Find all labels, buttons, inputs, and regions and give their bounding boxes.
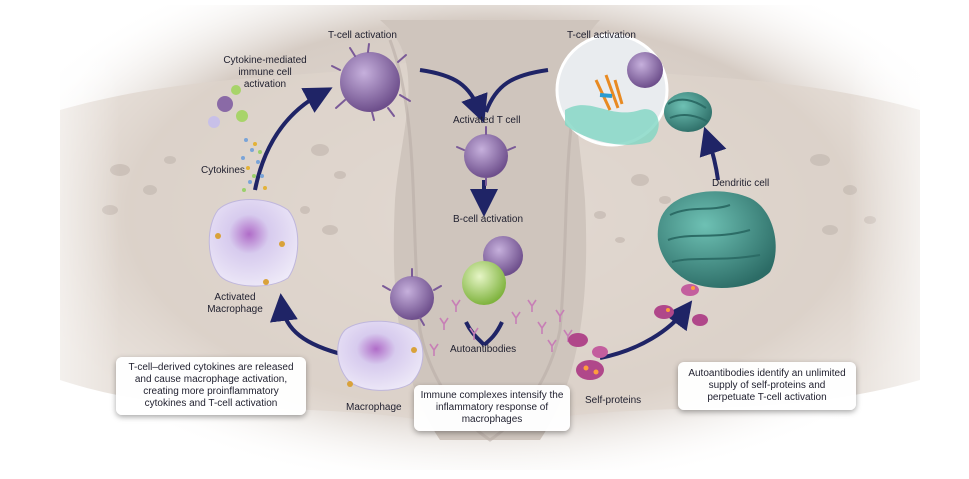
callout-cytokine-release: T-cell–derived cytokines are released an…	[116, 357, 306, 415]
callout-immune-complexes: Immune complexes intensify the inflammat…	[414, 385, 570, 431]
arrow-to-autoantibodies	[464, 321, 504, 347]
arrow-to-tcell	[253, 87, 333, 191]
label-tcell-activation-right: T-cell activation	[567, 30, 636, 41]
activated-tcell	[456, 126, 516, 186]
label-cytokines: Cytokines	[201, 165, 245, 176]
self-protein-clusters	[568, 284, 708, 380]
cytokine-particles	[208, 85, 267, 192]
macrophage	[337, 320, 424, 391]
activated-macrophage	[208, 199, 299, 287]
label-autoantibodies: Autoantibodies	[450, 344, 517, 355]
joint-space	[380, 20, 600, 440]
label-activated-tcell: Activated T cell	[453, 115, 521, 126]
arrow-dendritic-to-activated	[484, 68, 549, 113]
dendritic-cell-small	[664, 92, 712, 132]
arrow-up-to-inset	[699, 126, 727, 181]
tcell-top	[331, 43, 411, 121]
inset-tcell-dendritic	[555, 33, 669, 147]
joint-edge	[388, 39, 592, 442]
fade-right	[849, 0, 969, 479]
bcell-tcell-pair	[462, 236, 523, 305]
dendritic-cell-large	[657, 191, 776, 288]
label-cytokine-mediated: Cytokine-mediated immune cell activation	[223, 55, 307, 90]
label-activated-macrophage: Activated Macrophage	[207, 292, 263, 315]
callout-autoantibodies: Autoantibodies identify an unlimited sup…	[678, 362, 856, 410]
label-dendritic-cell: Dendritic cell	[712, 178, 770, 189]
arrow-to-dendritic	[599, 300, 693, 360]
fade-left	[0, 0, 120, 479]
label-self-proteins: Self-proteins	[585, 395, 642, 406]
autoantibody-marks	[429, 299, 573, 356]
arrow-tcell-to-activated	[419, 68, 488, 124]
label-macrophage: Macrophage	[346, 402, 402, 413]
label-bcell-activation: B-cell activation	[453, 214, 524, 225]
label-tcell-activation-top: T-cell activation	[328, 30, 397, 41]
arrow-to-activated-macrophage	[270, 293, 346, 357]
tcell-bottom	[382, 268, 442, 326]
